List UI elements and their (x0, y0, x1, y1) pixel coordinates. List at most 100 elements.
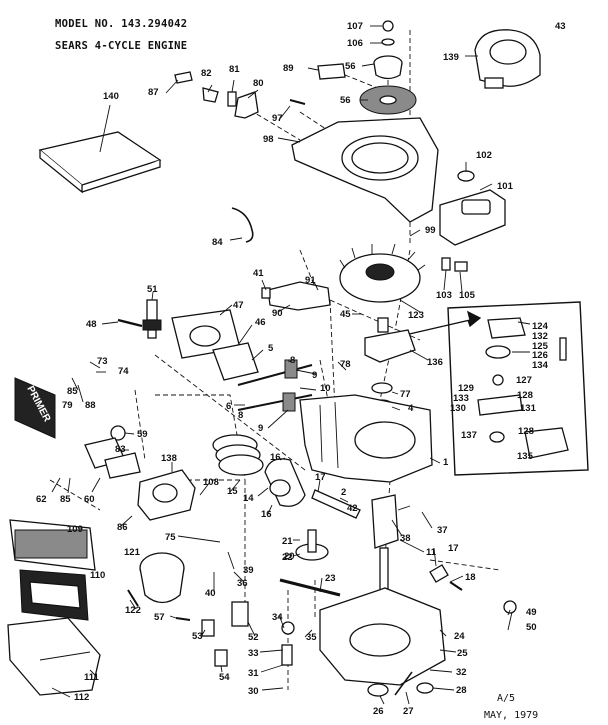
muffler-stud (441, 257, 451, 271)
part-label: 124 (532, 321, 549, 332)
part-label: 27 (403, 706, 414, 717)
air-filter-pad (38, 131, 162, 194)
part-label: 107 (347, 21, 363, 32)
control-spring (227, 91, 237, 107)
part-label: 38 (400, 533, 411, 544)
part-label: 78 (340, 359, 351, 370)
part-label: 90 (272, 308, 283, 319)
part-label: 98 (263, 134, 274, 145)
part-label: 21 (282, 536, 293, 547)
part-label: 62 (36, 494, 47, 505)
dipstick-wire (394, 671, 413, 696)
tank-bolt (127, 589, 139, 607)
part-label: 5 (268, 343, 274, 354)
part-label: 47 (233, 300, 244, 311)
part-label: 105 (459, 290, 476, 301)
fuel-tank (139, 552, 185, 604)
part-label: 125 (532, 341, 549, 352)
primer-plate: PRIMER (14, 377, 56, 439)
part-label: 9 (258, 423, 263, 434)
part-label: 137 (461, 430, 477, 441)
part-label: 138 (161, 453, 177, 464)
inset-pointer-arrow (404, 310, 482, 336)
part-label: 4 (408, 403, 414, 414)
part-label: 128 (518, 426, 534, 437)
filter-element (19, 569, 89, 621)
part-label: 83 (115, 444, 126, 455)
valve-assembly (237, 359, 313, 412)
part-label: 45 (340, 309, 351, 320)
carburetor (137, 469, 196, 521)
part-label: 106 (347, 38, 363, 49)
part-label: 14 (243, 493, 254, 504)
part-label: 1 (443, 457, 449, 468)
part-label: 75 (165, 532, 176, 543)
part-label: 91 (305, 275, 316, 286)
part-label: 60 (84, 494, 95, 505)
part-label: 74 (118, 366, 129, 377)
muffler (439, 170, 506, 246)
part-label: 133 (453, 393, 469, 404)
part-label: 24 (454, 631, 465, 642)
mount-clip (429, 564, 449, 583)
part-label: 16 (270, 452, 281, 463)
carb-mount (364, 317, 416, 363)
starter-washer (381, 38, 395, 46)
part-label: 111 (84, 672, 100, 683)
cam-shaft (279, 578, 341, 597)
crankshaft (371, 494, 399, 604)
part-label: 6 (226, 401, 231, 412)
part-label: 77 (400, 389, 411, 400)
part-label: 20 (284, 551, 295, 562)
part-label: 32 (456, 667, 467, 678)
spark-plug (142, 299, 162, 339)
part-label: 43 (555, 21, 566, 32)
part-label: 41 (253, 268, 264, 279)
governor-shaft (281, 644, 293, 666)
part-label: 85 (67, 386, 78, 397)
part-label: 25 (457, 648, 468, 659)
control-bracket (234, 91, 259, 119)
crankcase-block (299, 394, 433, 483)
sump-washer (416, 682, 434, 694)
part-label: 34 (272, 612, 283, 623)
part-label: 48 (86, 319, 97, 330)
oil-seal-ring (371, 382, 393, 394)
part-label: 10 (320, 383, 331, 394)
part-label: 73 (97, 356, 108, 367)
part-label: 89 (283, 63, 294, 74)
carburetor-inset-frame (447, 301, 589, 476)
part-label: 131 (520, 403, 537, 414)
part-label: 123 (408, 310, 424, 321)
starter-housing (474, 29, 541, 89)
part-label: 112 (74, 692, 89, 703)
part-label: 49 (526, 607, 537, 618)
oil-fill-cap (503, 600, 517, 614)
head-bolt (117, 318, 143, 328)
part-label: 17 (315, 472, 326, 483)
part-label: 30 (248, 686, 259, 697)
starter-rope-spring (359, 85, 417, 115)
air-cleaner-housing (7, 617, 101, 696)
bracket-screw (175, 617, 191, 621)
part-label: 103 (436, 290, 452, 301)
part-label: 81 (229, 64, 240, 75)
part-label: 17 (448, 543, 459, 554)
part-label: 11 (426, 547, 437, 558)
part-label: 36 (237, 578, 248, 589)
piston-rings (212, 434, 264, 476)
part-label: 33 (248, 648, 259, 659)
part-label: 46 (255, 317, 266, 328)
part-label: 97 (272, 113, 283, 124)
part-label: 108 (203, 477, 219, 488)
inset-parts (477, 317, 569, 459)
mount-bolt (449, 581, 463, 591)
part-label: 51 (147, 284, 158, 295)
part-label: 40 (205, 588, 216, 599)
ignition-module (261, 281, 331, 311)
part-label: 80 (253, 78, 264, 89)
part-label: 101 (497, 181, 514, 192)
part-label: 128 (517, 390, 533, 401)
part-label: 52 (248, 632, 259, 643)
part-label: 54 (219, 672, 230, 683)
